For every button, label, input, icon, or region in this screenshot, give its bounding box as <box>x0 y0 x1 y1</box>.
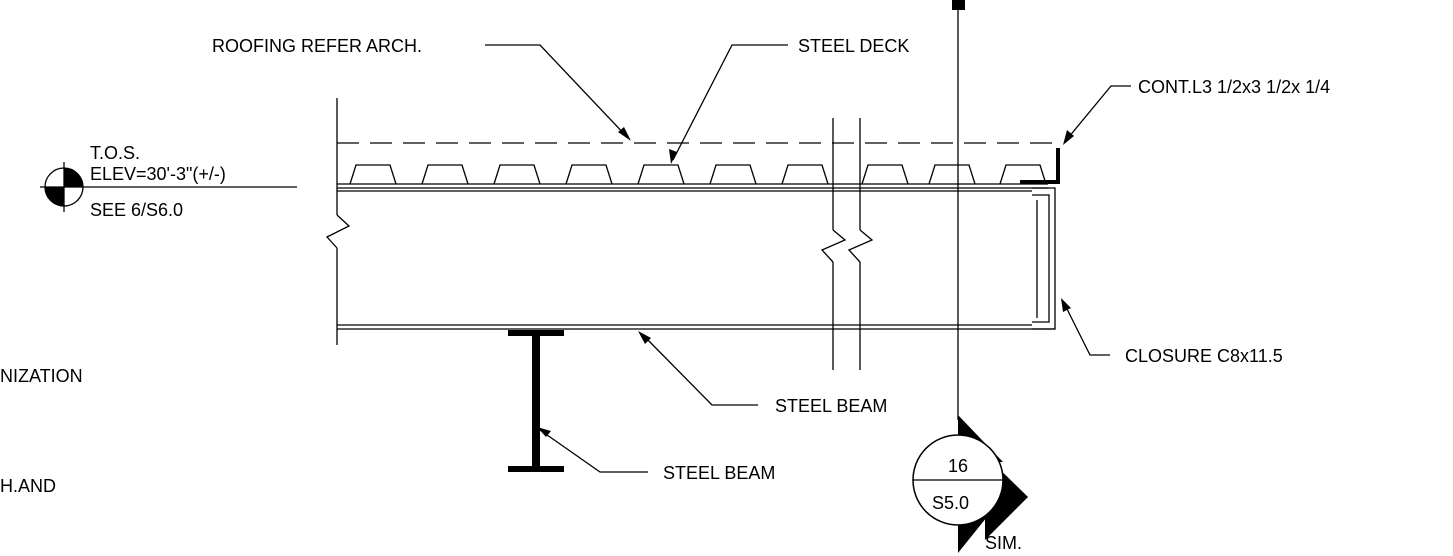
steel-deck-profile <box>349 164 1047 185</box>
beam-left-edge <box>325 98 351 345</box>
elevation-line2: ELEV=30'-3"(+/-) <box>90 164 226 184</box>
beam-break-lines <box>820 118 874 370</box>
leader-cont-angle <box>1063 85 1131 145</box>
leader-steel-beam-top <box>638 331 758 406</box>
cut-off-note-1: NIZATION <box>0 366 83 386</box>
section-sheet: S5.0 <box>932 493 969 513</box>
elevation-line1: T.O.S. <box>90 143 140 163</box>
section-cut-line <box>952 0 965 420</box>
closure-channel <box>1032 187 1056 330</box>
elevation-marker <box>40 162 297 212</box>
section-note: SIM. <box>985 533 1022 553</box>
beam-top-flange <box>337 183 1048 192</box>
section-number: 16 <box>948 456 968 476</box>
elevation-line3: SEE 6/S6.0 <box>90 200 183 220</box>
steel-beam-top-callout-label: STEEL BEAM <box>775 396 887 416</box>
cut-off-note-2: H.AND <box>0 476 56 496</box>
continuous-angle <box>1020 148 1060 184</box>
cont-angle-callout-label: CONT.L3 1/2x3 1/2x 1/4 <box>1138 77 1330 97</box>
closure-callout-label: CLOSURE C8x11.5 <box>1125 346 1283 366</box>
leader-steel-beam-bottom <box>537 427 648 473</box>
steel-beam-i-section <box>508 330 564 472</box>
roofing-callout-label: ROOFING REFER ARCH. <box>212 36 422 56</box>
leader-steel-deck <box>669 44 788 164</box>
leader-closure <box>1061 298 1110 356</box>
leader-roofing <box>485 44 631 141</box>
steel-deck-callout-label: STEEL DECK <box>798 36 909 56</box>
beam-bottom-flange <box>337 324 1055 330</box>
section-marker <box>912 415 1028 553</box>
steel-beam-bottom-callout-label: STEEL BEAM <box>663 463 775 483</box>
